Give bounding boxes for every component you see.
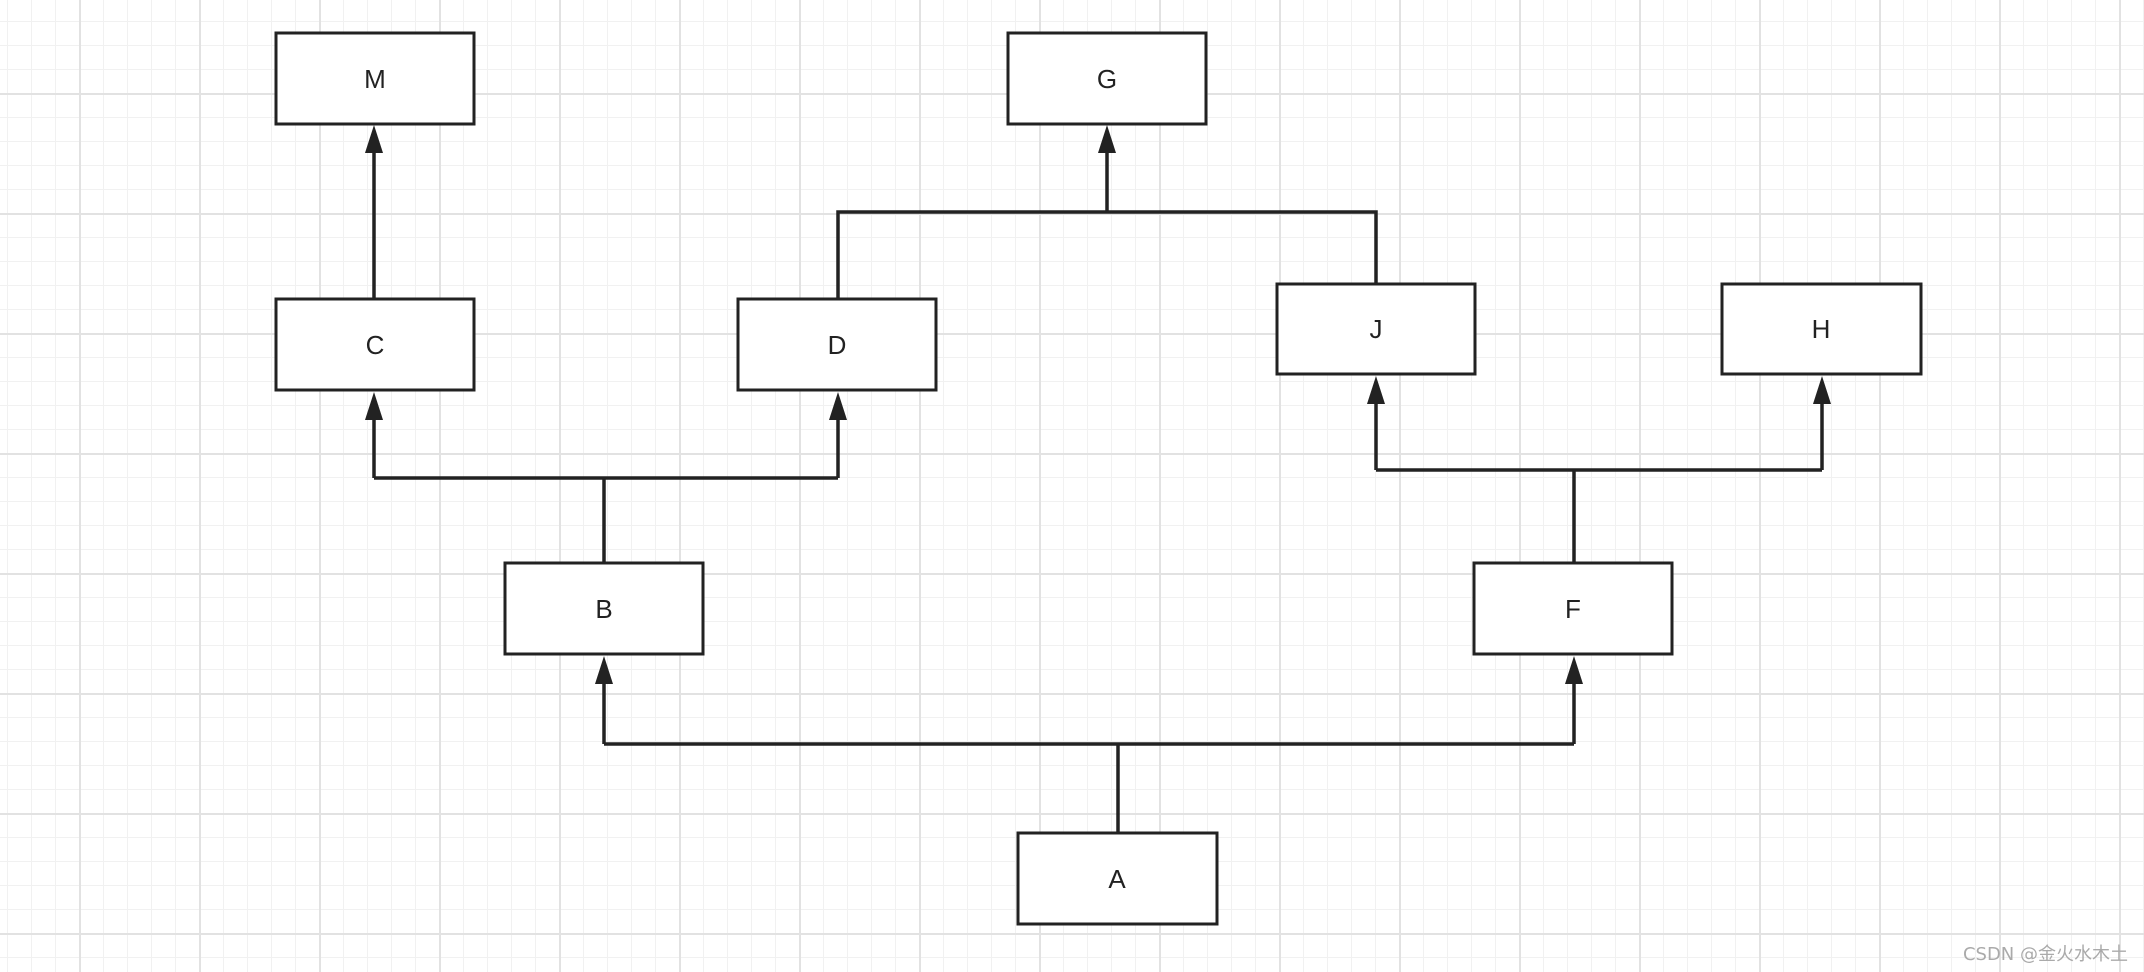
node-label-H: H xyxy=(1812,314,1831,344)
arrowhead-icon xyxy=(1098,125,1116,153)
node-B[interactable]: B xyxy=(503,561,705,656)
arrowhead-icon xyxy=(365,392,383,420)
node-M[interactable]: M xyxy=(274,31,476,126)
node-A[interactable]: A xyxy=(1016,831,1219,926)
arrowhead-icon xyxy=(829,392,847,420)
arrowhead-icon xyxy=(1367,376,1385,404)
node-label-C: C xyxy=(366,330,385,360)
node-G[interactable]: G xyxy=(1006,31,1208,126)
edge-A-B-F xyxy=(602,672,1576,833)
arrowhead-icon xyxy=(1565,656,1583,684)
node-label-A: A xyxy=(1108,864,1126,894)
arrowhead-icon xyxy=(1813,376,1831,404)
node-label-F: F xyxy=(1565,594,1581,624)
node-label-D: D xyxy=(828,330,847,360)
node-J[interactable]: J xyxy=(1275,282,1477,376)
watermark-text: CSDN @金火水木土 xyxy=(1962,944,2128,965)
node-label-J: J xyxy=(1370,314,1383,344)
node-H[interactable]: H xyxy=(1720,282,1923,376)
node-label-G: G xyxy=(1097,64,1117,94)
node-label-M: M xyxy=(364,64,386,94)
node-C[interactable]: C xyxy=(274,297,476,392)
arrowhead-icon xyxy=(595,656,613,684)
edge-F-J-H xyxy=(1374,392,1824,563)
arrowhead-icon xyxy=(365,125,383,153)
node-F[interactable]: F xyxy=(1472,561,1674,656)
node-D[interactable]: D xyxy=(736,297,938,392)
node-label-B: B xyxy=(595,594,612,624)
edge-B-C-D xyxy=(372,408,840,563)
